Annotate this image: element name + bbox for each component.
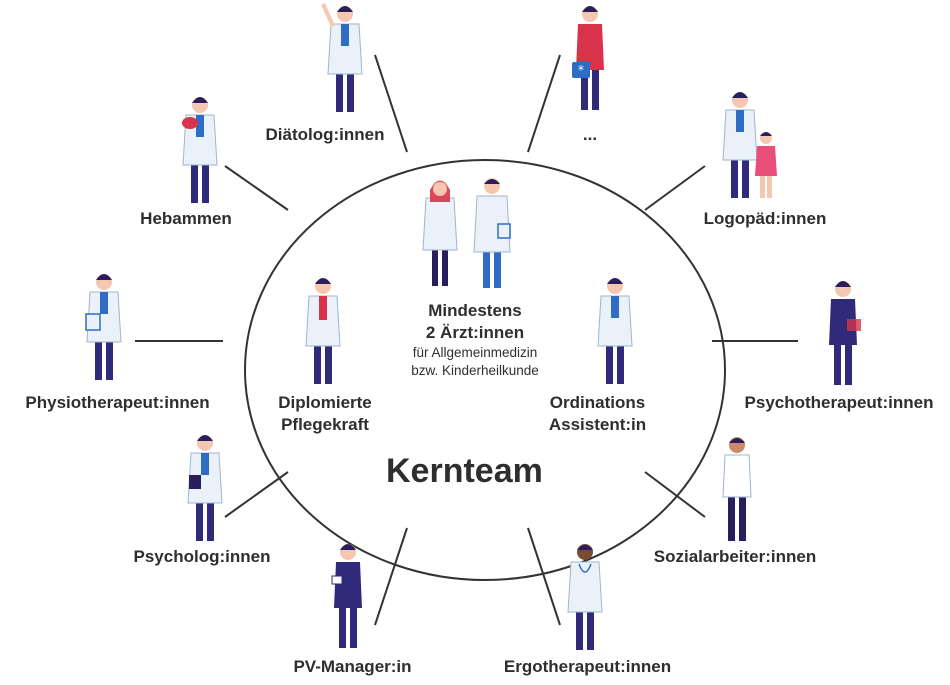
figure-diaetolog <box>321 3 363 113</box>
figure-more: * <box>572 6 604 110</box>
connector-sozialarbeiter <box>644 471 706 518</box>
svg-text:*: * <box>578 63 584 77</box>
stethoscope-icon <box>578 563 592 573</box>
connector-pv-manager <box>374 527 408 626</box>
connector-hebammen <box>224 165 289 211</box>
figure-doctor-female <box>422 180 458 286</box>
figure-doctor-male <box>473 178 511 288</box>
core-team-ellipse <box>244 159 726 581</box>
core-nurse-line1: Diplomierte <box>278 393 372 412</box>
core-doctors-line1: Mindestens <box>428 301 522 320</box>
connector-diaetolog <box>374 54 408 153</box>
medical-bag-icon <box>572 62 590 78</box>
core-assistant-line2: Assistent:in <box>548 415 647 434</box>
core-doctors-label: Mindestens 2 Ärzt:innen für Allgemeinmed… <box>375 300 575 380</box>
core-assistant-label: Ordinations Assistent:in <box>540 392 655 436</box>
label-more: ... <box>582 125 598 144</box>
label-diaetolog: Diätolog:innen <box>265 125 385 144</box>
core-team-title: Kernteam <box>386 452 543 490</box>
figure-sozialarbeiter <box>722 437 752 541</box>
connector-more <box>527 54 561 153</box>
connector-psycholog <box>224 471 289 518</box>
figure-logopaed-child <box>755 132 777 198</box>
label-sozialarbeiter: Sozialarbeiter:innen <box>653 547 817 566</box>
book-icon <box>189 475 201 489</box>
label-pv-manager: PV-Manager:in <box>293 657 412 676</box>
figure-pv-manager <box>331 544 362 648</box>
clipboard-icon <box>497 223 511 239</box>
figure-assistant <box>597 277 633 385</box>
connector-lines <box>135 54 798 626</box>
folder-icon <box>847 319 861 331</box>
figure-physio <box>85 273 122 381</box>
figure-hebammen <box>182 96 218 204</box>
figure-ergo <box>567 544 603 650</box>
connector-logopaed <box>644 165 706 211</box>
core-nurse-label: Diplomierte Pflegekraft <box>270 392 380 436</box>
figure-psychotherapeut <box>829 281 861 385</box>
label-psychotherapeut: Psychotherapeut:innen <box>744 393 934 412</box>
clipboard-icon <box>85 313 101 331</box>
core-doctors-line2: 2 Ärzt:innen <box>425 323 525 342</box>
label-hebammen: Hebammen <box>140 209 232 228</box>
figure-nurse <box>305 277 341 385</box>
label-physio: Physiotherapeut:innen <box>25 393 210 412</box>
label-ergo: Ergotherapeut:innen <box>503 657 672 676</box>
label-logopaed: Logopäd:innen <box>703 209 827 228</box>
core-assistant-line1: Ordinations <box>549 393 646 412</box>
connector-ergo <box>527 527 561 626</box>
core-doctors-line3: für Allgemeinmedizin <box>412 345 538 360</box>
label-psycholog: Psycholog:innen <box>133 547 271 566</box>
figure-psycholog <box>187 434 223 542</box>
core-nurse-line2: Pflegekraft <box>281 415 369 434</box>
core-doctors-line4: bzw. Kinderheilkunde <box>411 363 539 378</box>
figure-logopaed <box>722 91 758 199</box>
